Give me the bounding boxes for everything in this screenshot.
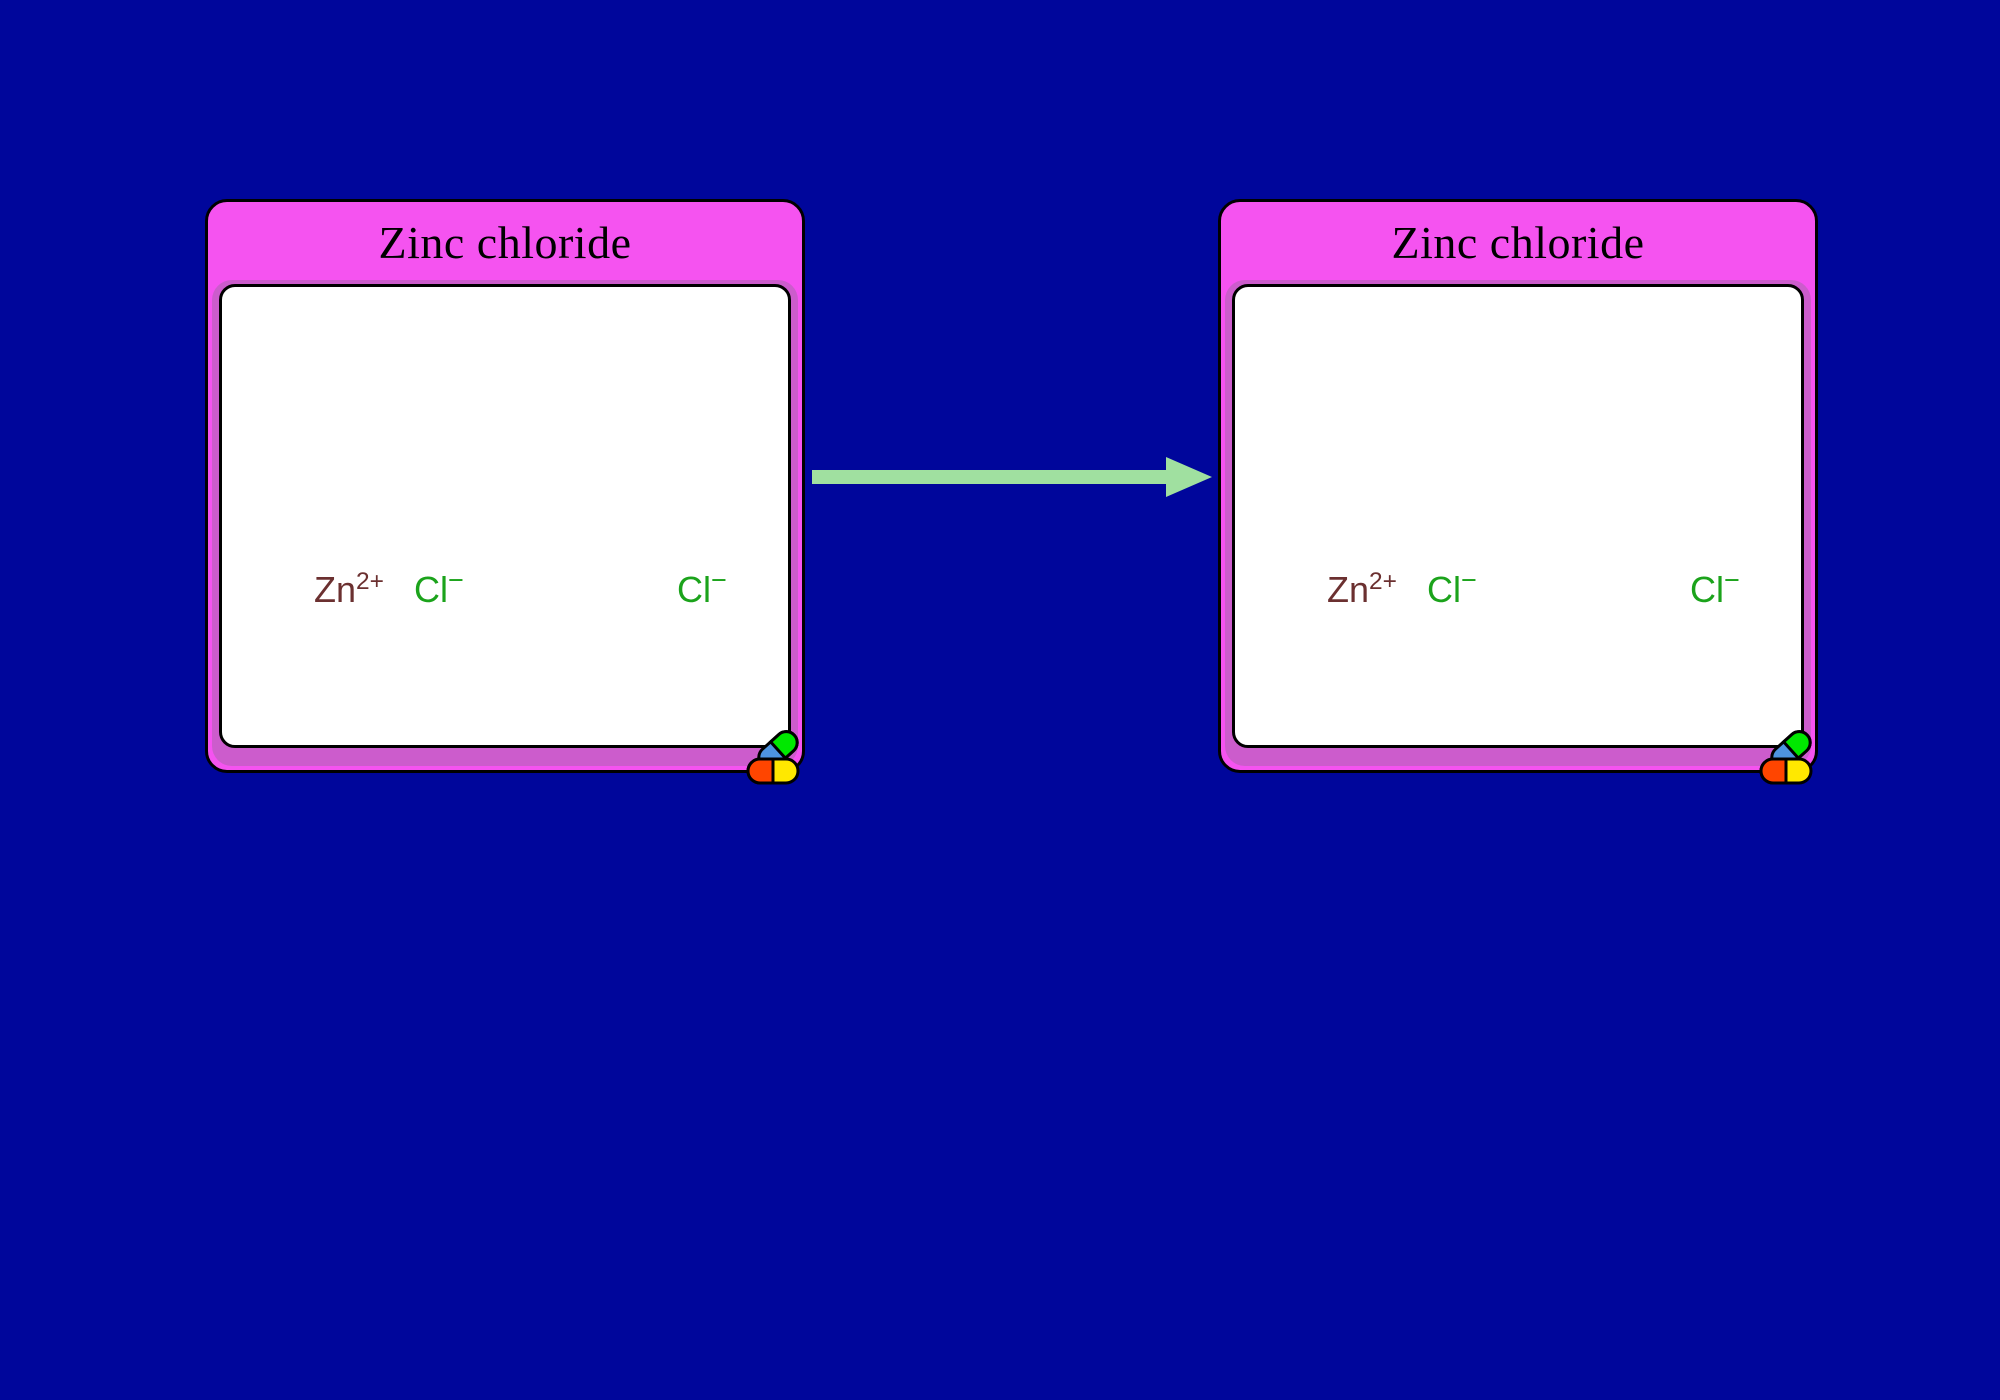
- page-title: Zinc chloride: [378, 217, 632, 268]
- panel-canvas-after[interactable]: Zn2+Cl−Cl−: [1232, 284, 1804, 748]
- transition-arrow: [812, 455, 1212, 499]
- species-label-chloride-anion-1: Cl−: [414, 567, 464, 610]
- species-charge: −: [711, 565, 727, 595]
- page-title: Zinc chloride: [1391, 217, 1645, 268]
- species-charge: −: [1461, 565, 1477, 595]
- species-label-zinc-cation: Zn2+: [1327, 569, 1397, 610]
- species-label-chloride-anion-1: Cl−: [1427, 567, 1477, 610]
- species-symbol: Cl: [677, 569, 711, 610]
- species-symbol: Cl: [1427, 569, 1461, 610]
- panel-zinc-chloride-before[interactable]: Zinc chloride Zn2+Cl−Cl−: [205, 199, 805, 785]
- species-symbol: Cl: [414, 569, 448, 610]
- panel-header-before: Zinc chloride: [208, 202, 802, 284]
- panel-zinc-chloride-after[interactable]: Zinc chloride Zn2+Cl−Cl−: [1218, 199, 1818, 785]
- species-label-chloride-anion-2: Cl−: [1690, 567, 1740, 610]
- species-label-zinc-cation: Zn2+: [314, 569, 384, 610]
- arrow-right-icon: [812, 457, 1212, 497]
- species-charge: −: [1724, 565, 1740, 595]
- species-charge: −: [448, 565, 464, 595]
- species-label-chloride-anion-2: Cl−: [677, 567, 727, 610]
- panel-canvas-before[interactable]: Zn2+Cl−Cl−: [219, 284, 791, 748]
- panel-header-after: Zinc chloride: [1221, 202, 1815, 284]
- species-charge: 2+: [1369, 568, 1397, 595]
- species-charge: 2+: [356, 568, 384, 595]
- species-symbol: Zn: [314, 569, 357, 610]
- species-symbol: Zn: [1327, 569, 1370, 610]
- species-symbol: Cl: [1690, 569, 1724, 610]
